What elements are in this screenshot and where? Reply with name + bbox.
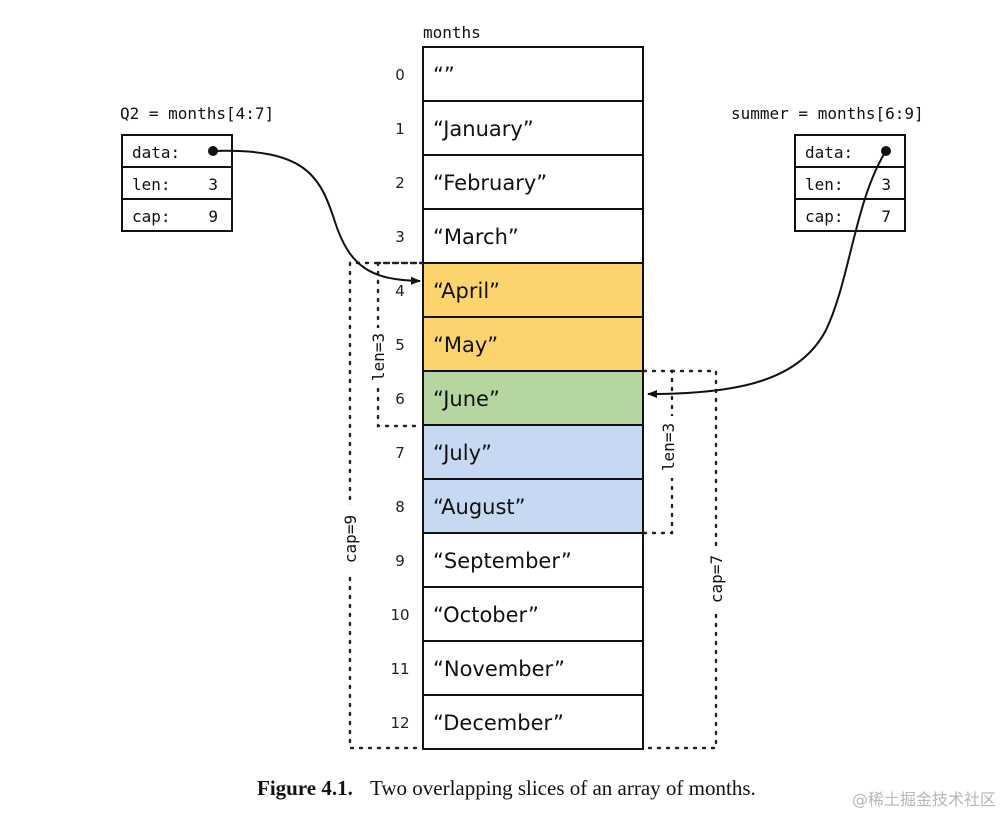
array-cell-box [422, 694, 644, 750]
q2-cap-key: cap: [132, 207, 171, 226]
array-cell-value: “March” [433, 225, 519, 249]
array-cell: “September” 9 [395, 532, 644, 588]
array-index-label: 8 [395, 498, 405, 516]
array-cell-box [422, 640, 644, 696]
array-cell: “October” 10 [390, 586, 644, 642]
q2-len-label: len=3 [369, 333, 388, 381]
array-cell-value: “January” [433, 117, 534, 141]
q2-cap-label: cap=9 [341, 515, 360, 563]
array-cell-value: “February” [433, 171, 547, 195]
array-cell-value: “September” [433, 549, 572, 573]
summer-cap-value: 7 [881, 207, 891, 226]
array-cell-box [422, 154, 644, 210]
q2-len-value: 3 [208, 175, 218, 194]
array-index-label: 11 [390, 660, 409, 678]
array-cell: “July” 7 [395, 424, 644, 480]
summer-bracket-group: len=3 cap=7 [642, 369, 728, 750]
array-index-label: 0 [395, 66, 405, 84]
array-index-label: 6 [395, 390, 405, 408]
array-cell: “November” 11 [390, 640, 644, 696]
array-index-label: 7 [395, 444, 405, 462]
array-index-label: 4 [395, 282, 405, 300]
array-cell: “January” 1 [395, 100, 644, 156]
array-cell-box [422, 46, 644, 102]
q2-len-label-bg [366, 328, 390, 386]
summer-len-label-bg [656, 416, 680, 478]
summer-data-key: data: [805, 143, 853, 162]
array-title: months [423, 23, 481, 42]
array-cell: “March” 3 [395, 208, 644, 264]
q2-cap-value: 9 [208, 207, 218, 226]
summer-data-pointer-arrow [647, 150, 887, 398]
q2-data-pointer-arrow [212, 149, 421, 285]
array-cell: “May” 5 [395, 316, 644, 372]
svg-text:Figure 4.1. Two overlapp: Figure 4.1. Two overlapping slices of an… [257, 776, 756, 800]
array-index-label: 5 [395, 336, 405, 354]
q2-cap-label-bg [338, 505, 362, 573]
summer-len-key: len: [805, 175, 844, 194]
summer-len-label: len=3 [659, 423, 678, 471]
array-cell-value: “May” [433, 333, 498, 357]
array-index-label: 12 [390, 714, 409, 732]
array-index-label: 10 [390, 606, 409, 624]
q2-len-key: len: [132, 175, 171, 194]
summer-cap-label: cap=7 [707, 555, 726, 603]
array-cell-box [422, 262, 644, 318]
array-cell-value: “December” [433, 711, 564, 735]
array-cell: “December” 12 [390, 694, 644, 750]
array-index-label: 1 [395, 120, 405, 138]
array-cell: “April” 4 [395, 262, 644, 318]
summer-slice-header: summer = months[6:9] data: len: 3 cap: 7 [731, 104, 924, 232]
summer-len-value: 3 [881, 175, 891, 194]
array-cell-value: “” [433, 63, 455, 87]
array-cell-value: “June” [433, 387, 500, 411]
array-cell-box [422, 478, 644, 534]
caption-label: Figure 4.1. [257, 776, 353, 800]
array-cell-value: “April” [433, 279, 500, 303]
q2-slice-header: Q2 = months[4:7] data: len: 3 cap: 9 [120, 104, 274, 232]
array-index-label: 9 [395, 552, 405, 570]
summer-cap-key: cap: [805, 207, 844, 226]
summer-cap-label-bg [704, 548, 728, 610]
q2-data-key: data: [132, 143, 180, 162]
array-cell-box [422, 370, 644, 426]
caption-text: Two overlapping slices of an array of mo… [370, 776, 756, 800]
watermark-text: @稀土掘金技术社区 [852, 790, 996, 809]
array-index-label: 2 [395, 174, 405, 192]
array-cell: “June” 6 [395, 370, 644, 426]
array-cell-value: “July” [433, 441, 492, 465]
array-cell: “August” 8 [395, 478, 644, 534]
q2-len-bracket [376, 261, 424, 428]
array-cell: “February” 2 [395, 154, 644, 210]
array-index-label: 3 [395, 228, 405, 246]
figure-caption: Figure 4.1. Two overlapping slices of an… [257, 776, 756, 800]
array-cell: “” 0 [395, 46, 644, 102]
array-cell-value: “November” [433, 657, 565, 681]
array-cell-box [422, 586, 644, 642]
array-cell-value: “October” [433, 603, 539, 627]
q2-bracket-group: len=3 cap=9 [338, 261, 424, 750]
q2-title: Q2 = months[4:7] [120, 104, 274, 123]
summer-title: summer = months[6:9] [731, 104, 924, 123]
array-cell-value: “August” [433, 495, 526, 519]
array-cells: “” 0 “January” 1 “February” 2 “March” 3 “April” 4… [390, 46, 644, 750]
array-cell-box [422, 100, 644, 156]
